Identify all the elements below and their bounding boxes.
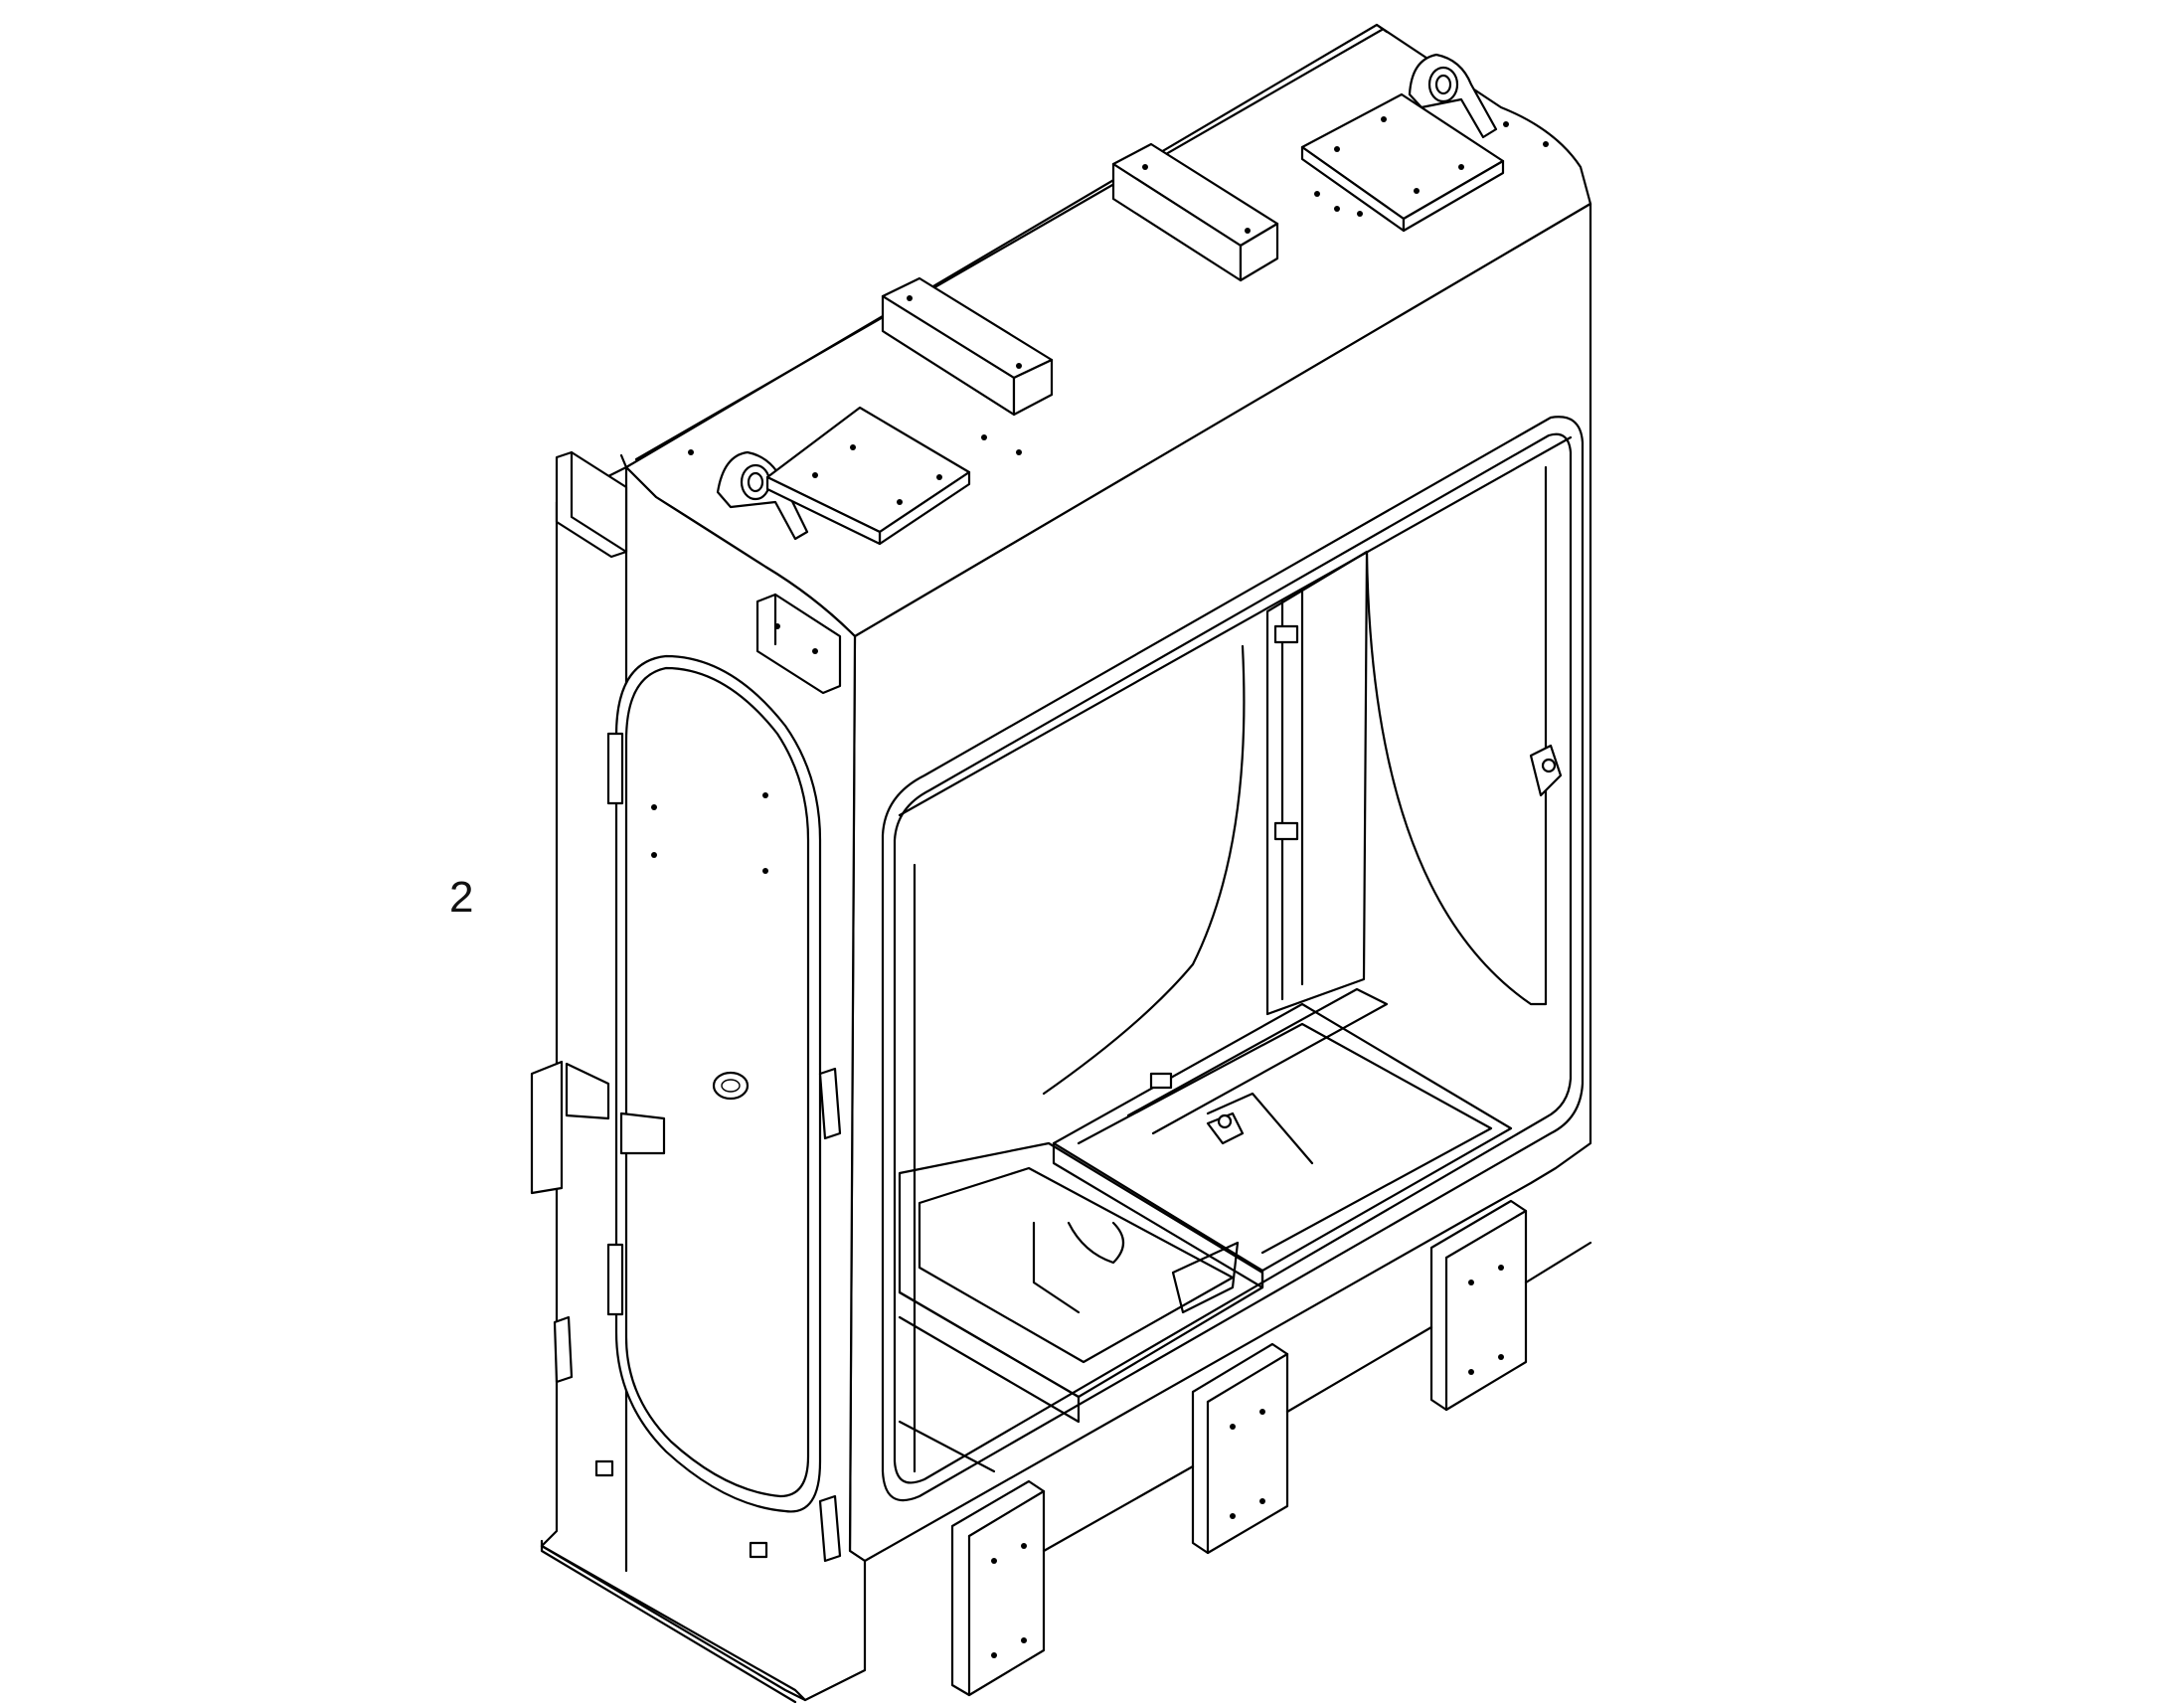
floor-frame xyxy=(898,987,1513,1473)
hinge-lower xyxy=(606,1243,624,1316)
top-mount-plate-front xyxy=(765,406,971,546)
top-mount-plate-rear xyxy=(1300,92,1505,233)
door-handle[interactable] xyxy=(530,1060,666,1195)
support-foot-2 xyxy=(1191,1342,1289,1555)
support-foot-1 xyxy=(950,1479,1046,1697)
lifting-eye-rear xyxy=(1408,53,1498,139)
top-block-front xyxy=(881,276,1054,417)
callout-label-2: 2 xyxy=(449,873,474,922)
hinge-upper xyxy=(606,732,624,805)
support-foot-3 xyxy=(1429,1199,1528,1412)
lifting-eye-front xyxy=(716,450,809,541)
door[interactable] xyxy=(614,654,822,1513)
side-opening-frame xyxy=(881,416,1585,1502)
door-lock-icon[interactable] xyxy=(712,1071,750,1101)
front-block xyxy=(755,593,842,695)
top-block-rear xyxy=(1111,142,1279,282)
